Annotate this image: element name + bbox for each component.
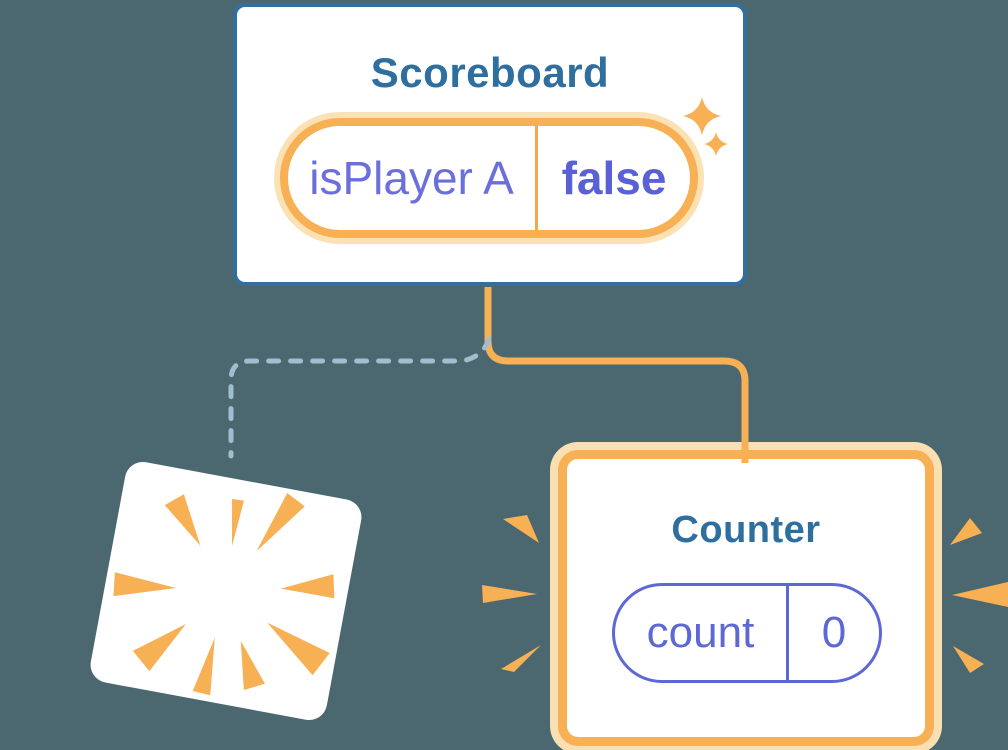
- connector-solid-scoreboard-to-counter: [484, 287, 749, 463]
- connector-dashed-scoreboard-to-destroyed: [228, 336, 492, 459]
- scoreboard-title: Scoreboard: [370, 49, 610, 96]
- counter-title: Counter: [671, 509, 821, 551]
- sparkles-icon: [683, 97, 728, 156]
- scoreboard-state-pill: isPlayer A false: [280, 118, 698, 238]
- state-value-label: 0: [821, 608, 847, 657]
- state-key-label: count: [615, 586, 789, 680]
- state-value-label: false: [561, 152, 667, 204]
- counter-state-pill: count 0: [612, 583, 882, 683]
- poof-starburst-icon: [113, 493, 335, 696]
- state-key-label: isPlayer A: [288, 126, 538, 230]
- destroyed-component-card: [87, 459, 365, 723]
